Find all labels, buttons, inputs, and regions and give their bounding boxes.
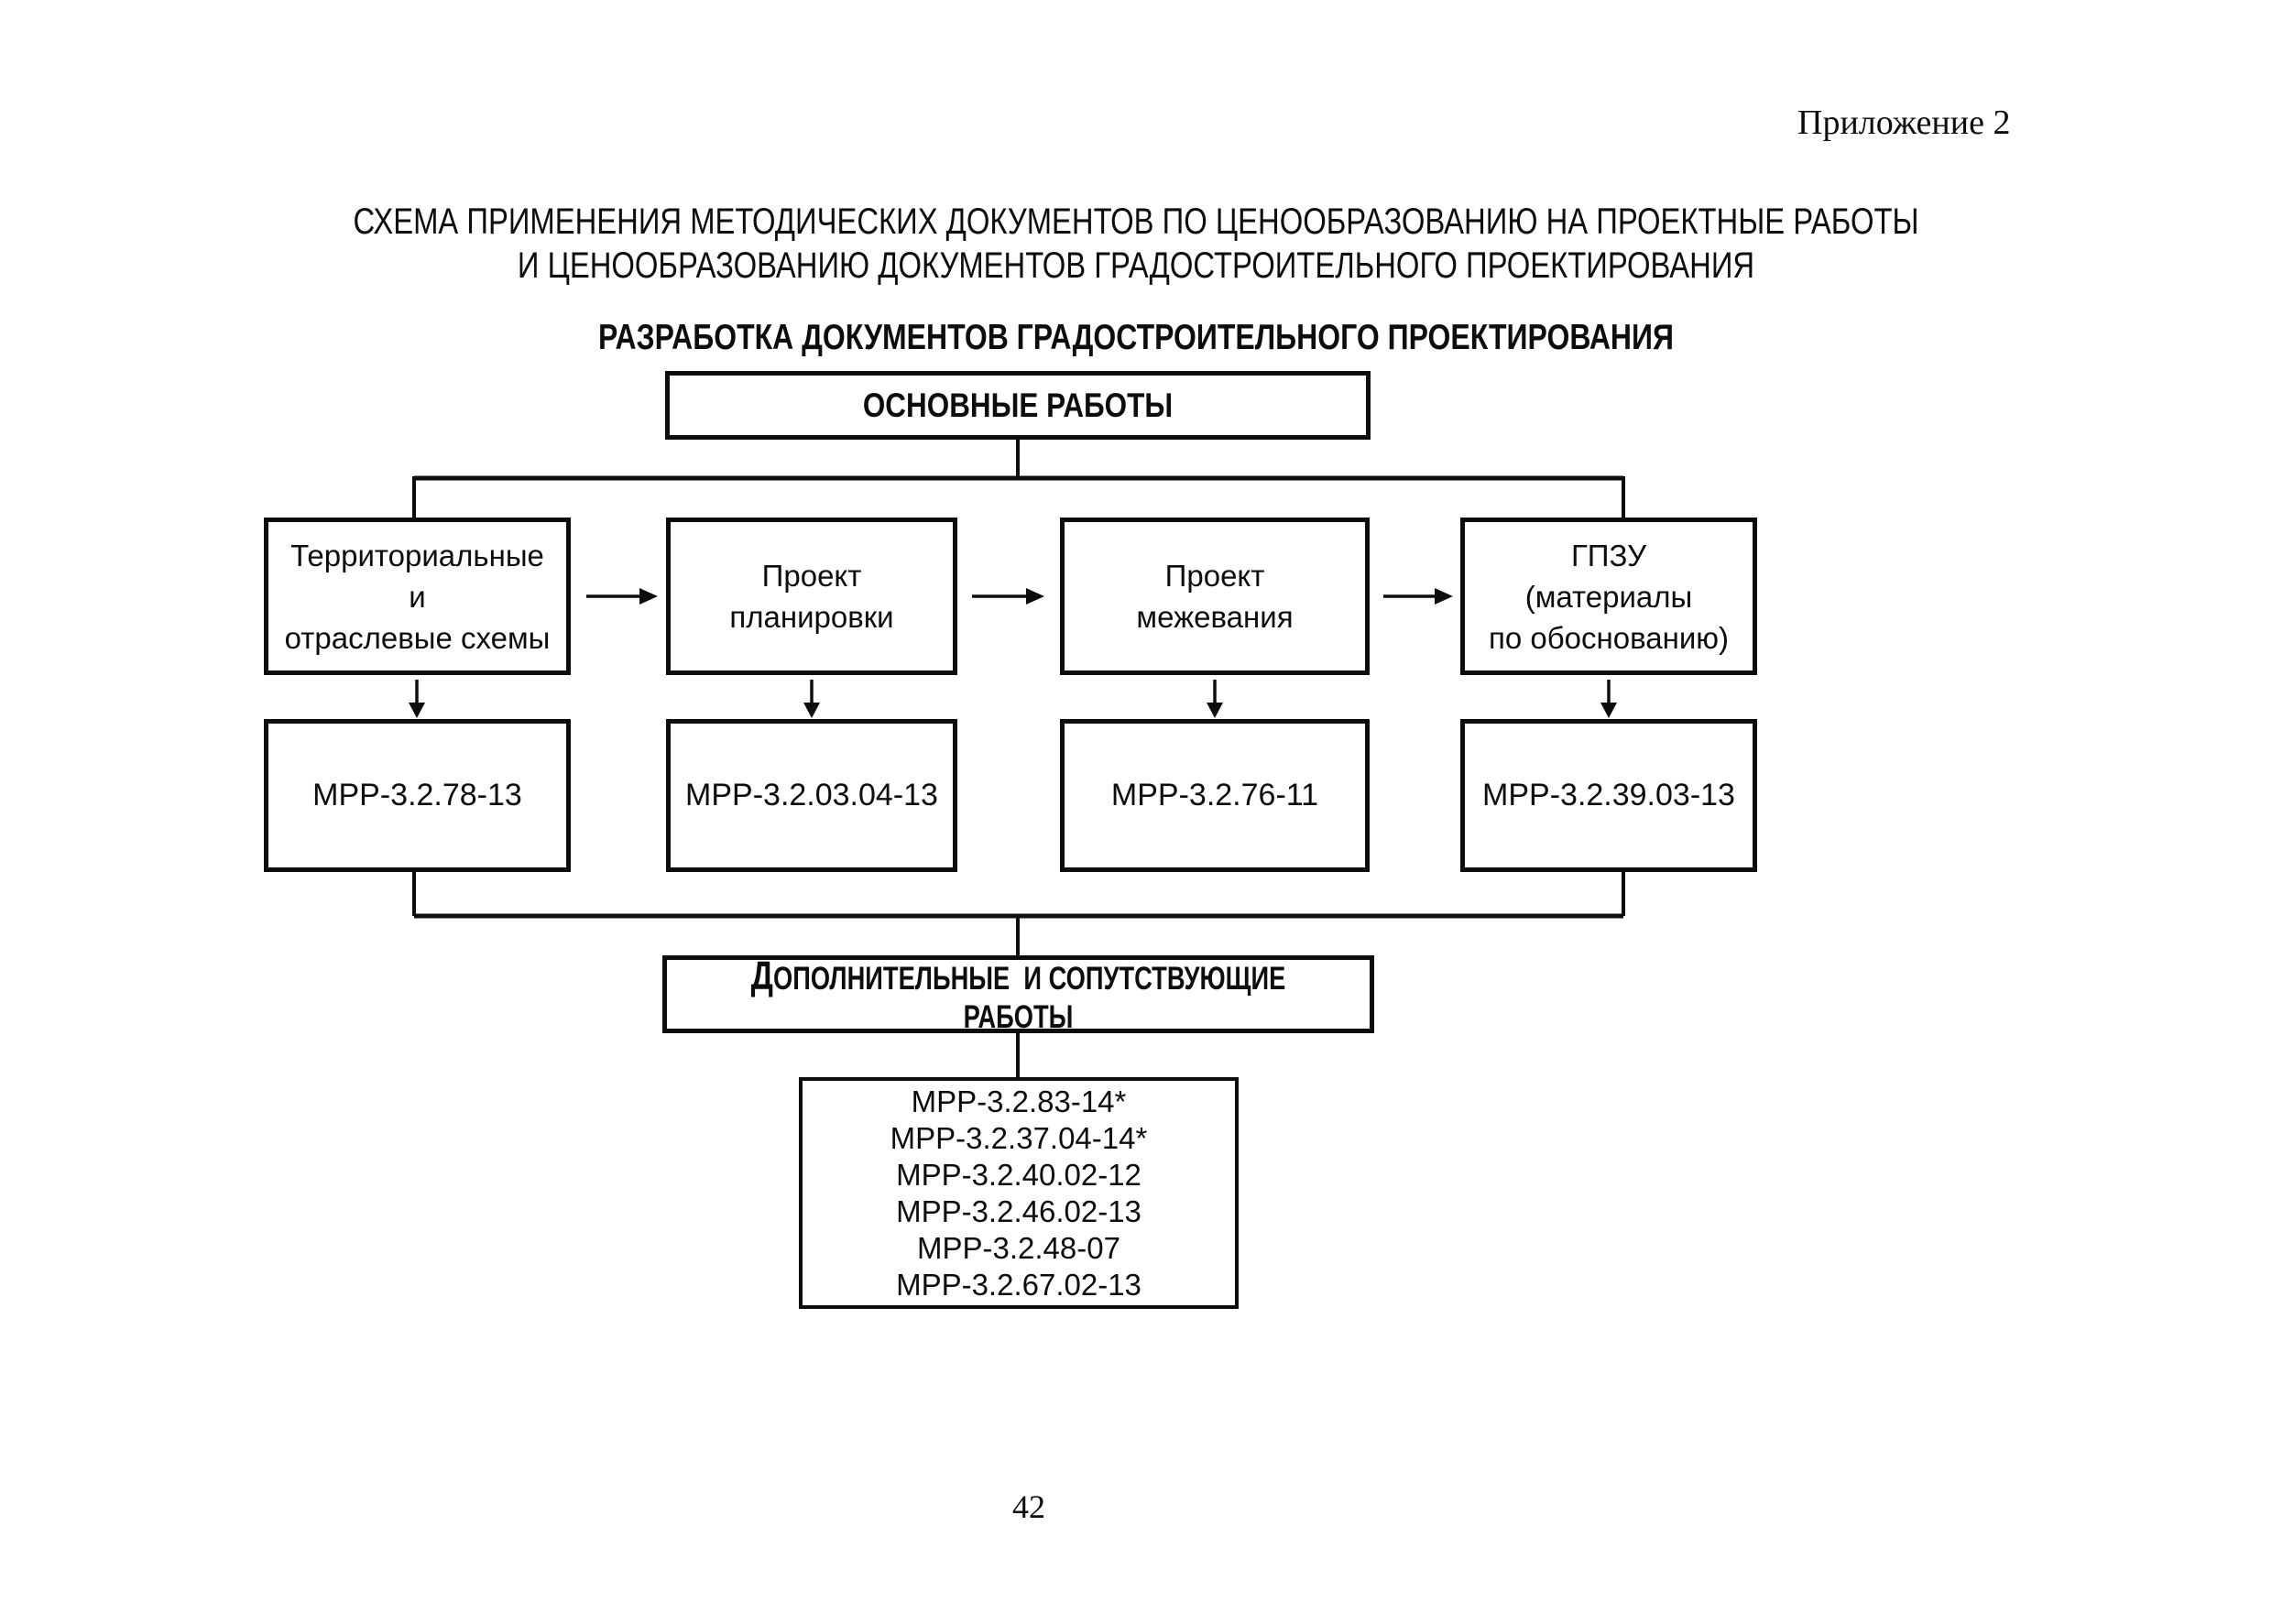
arrow-right-1 xyxy=(586,588,658,605)
diagram-subtitle: РАЗРАБОТКА ДОКУМЕНТОВ ГРАДОСТРОИТЕЛЬНОГО… xyxy=(0,318,2272,358)
arrow-right-3 xyxy=(1383,588,1453,605)
additional-doc-code: МРР-3.2.40.02-12 xyxy=(896,1157,1141,1192)
doc-code: МРР-3.2.78-13 xyxy=(312,778,522,812)
additional-works-box: ДОПОЛНИТЕЛЬНЫЕ И СОПУТСТВУЮЩИЕ РАБОТЫ xyxy=(662,953,1374,1035)
additional-docs-box: МРР-3.2.83-14* МРР-3.2.37.04-14* МРР-3.2… xyxy=(799,1077,1239,1309)
page-number: 42 xyxy=(1012,1488,1045,1525)
doc-box-2: МРР-3.2.03.04-13 xyxy=(666,719,957,872)
additional-doc-code: МРР-3.2.67.02-13 xyxy=(896,1267,1141,1302)
diagram-subtitle-text: РАЗРАБОТКА ДОКУМЕНТОВ ГРАДОСТРОИТЕЛЬНОГО… xyxy=(597,318,1674,357)
arrow-down-4 xyxy=(1600,680,1617,718)
doc-box-1: МРР-3.2.78-13 xyxy=(264,719,571,872)
stage-label: ГПЗУ (материалы по обоснованию) xyxy=(1489,538,1729,655)
main-works-box: ОСНОВНЫЕ РАБОТЫ xyxy=(665,371,1371,440)
main-works-label: ОСНОВНЫЕ РАБОТЫ xyxy=(862,386,1174,424)
additional-doc-code: МРР-3.2.37.04-14* xyxy=(890,1120,1148,1155)
stage-label: Территориальные и отраслевые схемы xyxy=(284,538,551,655)
page-title: СХЕМА ПРИМЕНЕНИЯ МЕТОДИЧЕСКИХ ДОКУМЕНТОВ… xyxy=(0,200,2272,288)
stage-label: Проект планировки xyxy=(729,559,894,634)
arrow-right-2 xyxy=(972,588,1044,605)
arrow-down-2 xyxy=(803,680,820,718)
doc-code: МРР-3.2.03.04-13 xyxy=(685,778,938,812)
arrow-down-3 xyxy=(1207,680,1223,718)
doc-box-3: МРР-3.2.76-11 xyxy=(1060,719,1370,872)
stage-label: Проект межевания xyxy=(1136,559,1294,634)
stage-box-planning-project: Проект планировки xyxy=(666,518,957,675)
additional-doc-code: МРР-3.2.83-14* xyxy=(911,1084,1127,1118)
doc-code: МРР-3.2.76-11 xyxy=(1110,778,1319,812)
stage-box-gpzu: ГПЗУ (материалы по обоснованию) xyxy=(1460,518,1757,675)
page-title-line1: СХЕМА ПРИМЕНЕНИЯ МЕТОДИЧЕСКИХ ДОКУМЕНТОВ… xyxy=(353,202,1919,242)
page-title-line2: И ЦЕНООБРАЗОВАНИЮ ДОКУМЕНТОВ ГРАДОСТРОИТ… xyxy=(517,245,1755,286)
stage-box-surveying-project: Проект межевания xyxy=(1060,518,1370,675)
appendix-label: Приложение 2 xyxy=(1797,104,2011,142)
additional-doc-code: МРР-3.2.46.02-13 xyxy=(896,1193,1141,1228)
additional-works-label: ДОПОЛНИТЕЛЬНЫЕ И СОПУТСТВУЮЩИЕ РАБОТЫ xyxy=(750,953,1293,1035)
additional-doc-code: МРР-3.2.48-07 xyxy=(917,1230,1120,1265)
arrow-down-1 xyxy=(409,680,425,718)
doc-box-4: МРР-3.2.39.03-13 xyxy=(1460,719,1757,872)
doc-code: МРР-3.2.39.03-13 xyxy=(1482,778,1735,812)
stage-box-territorial-schemes: Территориальные и отраслевые схемы xyxy=(264,518,571,675)
